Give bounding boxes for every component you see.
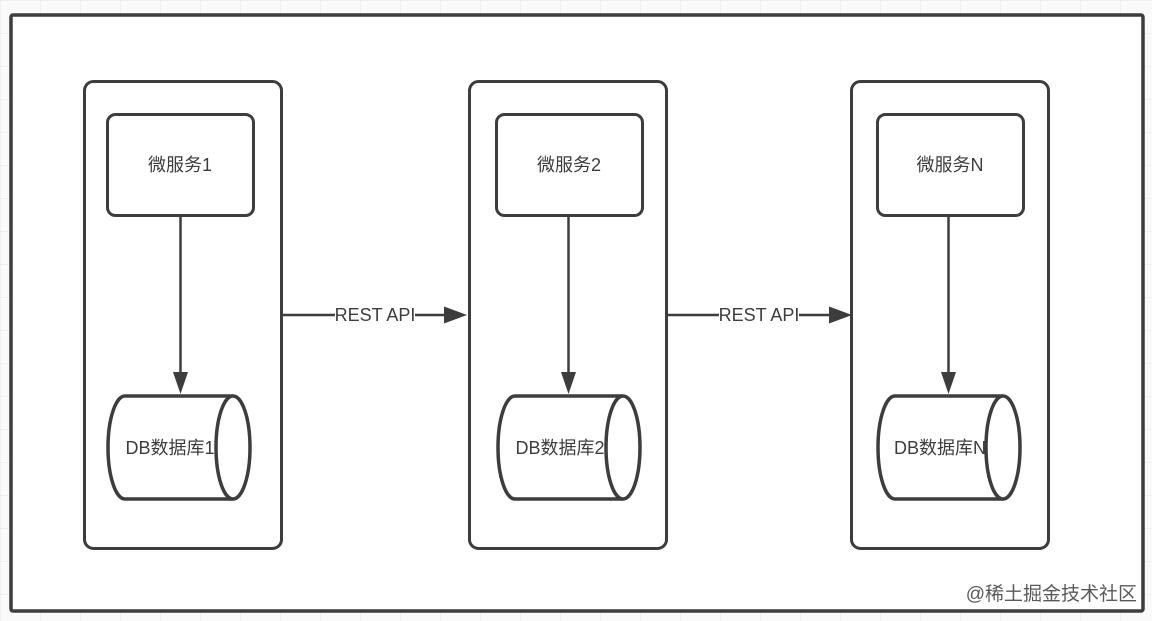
service-box-n [876, 113, 1025, 217]
watermark: @稀土掘金技术社区 [966, 583, 1137, 605]
db-label-1: DB数据库1 [125, 438, 214, 458]
db-cylinder-1 [106, 394, 233, 501]
rest-api-label-bg-1 [335, 303, 415, 326]
arrowhead-service-to-db-1 [173, 372, 188, 394]
microservice-group-1: 微服务1 DB数据库1 [83, 80, 283, 550]
rest-api-arrowhead-2 [829, 306, 852, 324]
arrowhead-service-to-db-n [941, 372, 956, 394]
db-cylinder-cap-2 [604, 394, 642, 501]
db-cylinder-cap-n [984, 394, 1022, 501]
db-label-2: DB数据库2 [515, 438, 604, 458]
rest-api-connection-1: REST API [283, 303, 467, 326]
rest-api-label-2: REST API [719, 305, 800, 325]
rest-api-label-bg-2 [719, 303, 799, 326]
microservice-group-n: 微服务N DB数据库N [850, 80, 1050, 550]
service-box-1 [106, 113, 255, 217]
arrowhead-service-to-db-2 [561, 372, 576, 394]
service-label-1: 微服务1 [148, 155, 212, 175]
db-cylinder-n [876, 394, 1003, 501]
microservice-group-2: 微服务2 DB数据库2 [468, 80, 668, 550]
db-label-n: DB数据库N [894, 438, 986, 458]
rest-api-label-1: REST API [335, 305, 416, 325]
db-cylinder-2 [496, 394, 623, 501]
rest-api-arrowhead-1 [444, 306, 467, 324]
rest-api-connection-2: REST API [666, 303, 852, 326]
db-cylinder-cap-1 [214, 394, 252, 501]
service-label-2: 微服务2 [537, 155, 601, 175]
service-box-2 [495, 113, 644, 217]
service-label-n: 微服务N [917, 155, 984, 175]
